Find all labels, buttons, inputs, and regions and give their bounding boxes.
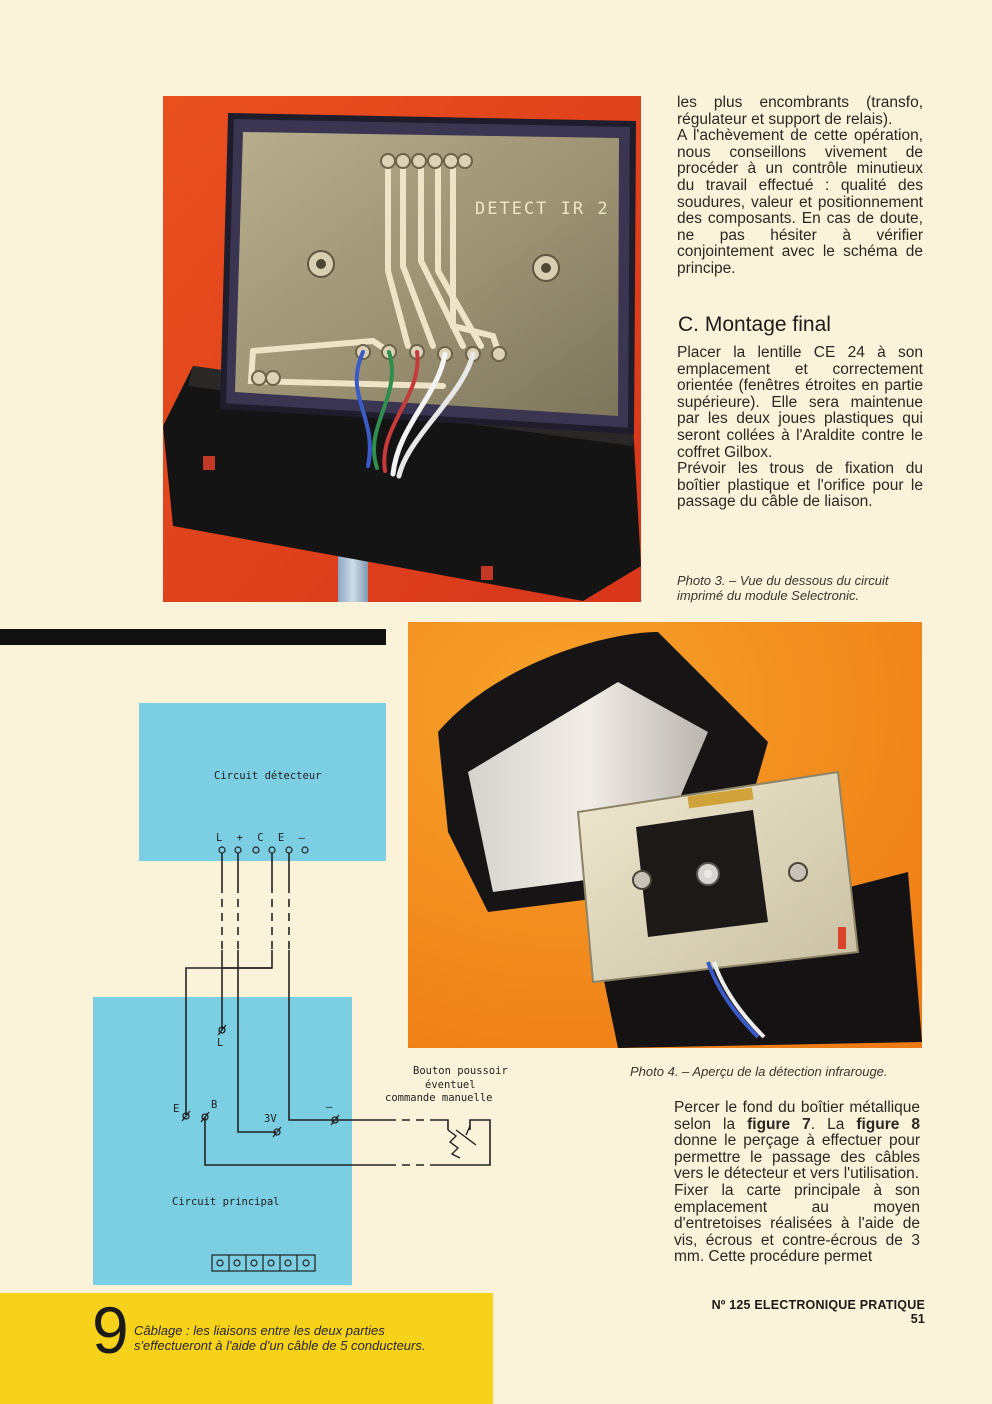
text-column-section-c: Placer la lentille CE 24 à son emplaceme… [677,344,923,511]
text-run: . La [810,1115,857,1133]
section-heading: C. Montage final [678,313,831,336]
paragraph: Percer le fond du boîtier métallique sel… [674,1099,920,1183]
pin-3v-label: 3V [264,1113,277,1125]
main-circuit-box [93,997,352,1285]
detector-pins-label: L + C E – [216,832,309,844]
detector-circuit-label: Circuit détecteur [214,770,321,782]
photo-4-infrared-detection [408,622,922,1048]
text-run: Percer le fond du boîtier métallique sel… [674,1099,920,1133]
figure-ref: figure 7 [747,1115,811,1133]
caption-line: imprimé du module Selectronic. [677,588,860,603]
photo-3-circuit-underside: DETECT IR 2 [163,96,641,602]
main-connector [211,1254,316,1272]
page-footer: Nº 125 ELECTRONIQUE PRATIQUE 51 [711,1298,925,1326]
detector-pin-holes [218,846,309,854]
button-label-line1: Bouton poussoir [413,1065,508,1077]
text-run: donne le perçage à effectuer pour permet… [674,1132,920,1183]
photo-4-illustration [408,622,922,1048]
push-button-symbol [447,1125,477,1159]
detector-circuit-box [139,703,386,861]
wires [185,853,491,1166]
section-rule [0,629,386,645]
paragraph: Prévoir les trous de fixation du boîtier… [677,460,923,511]
photo-3-caption: Photo 3. – Vue du dessous du circuit imp… [677,573,927,603]
pin-e-label: E [173,1103,179,1115]
paragraph: A l'achèvement de cette opération, nous … [677,127,923,277]
connection-marks [181,1024,340,1138]
paragraph: Placer la lentille CE 24 à son emplaceme… [677,344,923,461]
caption-line: Câblage : les liaisons entre les deux pa… [134,1323,385,1338]
figure-ref: figure 8 [856,1115,920,1133]
photo-4-caption: Photo 4. – Aperçu de la détection infrar… [630,1064,888,1079]
figure-caption-band: 9 Câblage : les liaisons entre les deux … [0,1293,493,1404]
main-circuit-label: Circuit principal [172,1196,279,1208]
paragraph: les plus encombrants (transfo, régulateu… [677,94,923,128]
paragraph: Fixer la carte principale à son emplacem… [674,1181,920,1266]
text-column-bottom: Percer le fond du boîtier métallique sel… [674,1099,920,1266]
pin-minus-label: – [326,1101,333,1113]
text-column-top: les plus encombrants (transfo, régulateu… [677,94,923,278]
button-label-line2: éventuel [425,1079,476,1091]
pin-l-label: L [217,1037,223,1049]
photo-3-illustration: DETECT IR 2 [163,96,641,602]
pcb-label-text: DETECT IR 2 [475,199,610,219]
figure-caption: Câblage : les liaisons entre les deux pa… [134,1323,484,1353]
caption-line: Photo 3. – Vue du dessous du circuit [677,573,889,588]
button-label-line3: commande manuelle [385,1092,492,1104]
caption-line: s'effectueront à l'aide d'un câble de 5 … [134,1338,426,1353]
wiring-diagram: Circuit détecteur L + C E – Circuit prin… [93,703,508,1285]
figure-number: 9 [92,1293,129,1367]
pin-b-label: B [211,1099,217,1111]
